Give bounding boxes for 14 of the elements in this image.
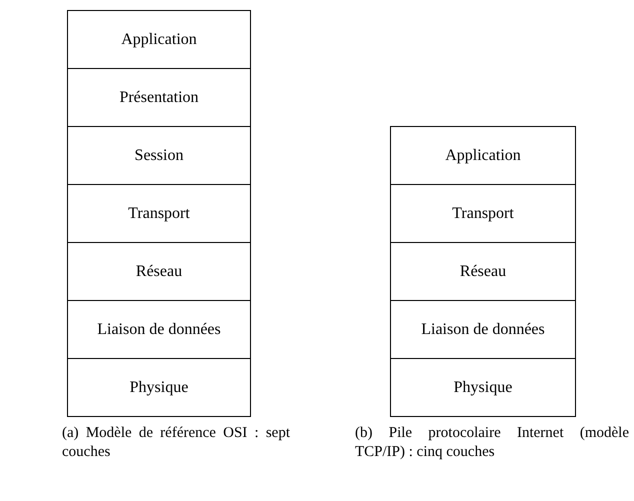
layer-box: Application: [67, 10, 251, 69]
layer-box: Application: [390, 126, 576, 185]
layer-box: Liaison de données: [390, 300, 576, 359]
layer-box: Transport: [390, 184, 576, 243]
layer-box: Liaison de données: [67, 300, 251, 359]
layer-box: Physique: [390, 358, 576, 417]
layer-box: Réseau: [390, 242, 576, 301]
figure-caption: (b) Pile protocolaire Internet (modèle TCP/IP) : cinq couches: [355, 424, 629, 462]
layer-box: Transport: [67, 184, 251, 243]
layer-box: Session: [67, 126, 251, 185]
layer-box: Physique: [67, 358, 251, 417]
layer-box: Présentation: [67, 68, 251, 127]
layer-box: Réseau: [67, 242, 251, 301]
figure-caption: (a) Modèle de référence OSI : sept couches: [62, 424, 290, 462]
